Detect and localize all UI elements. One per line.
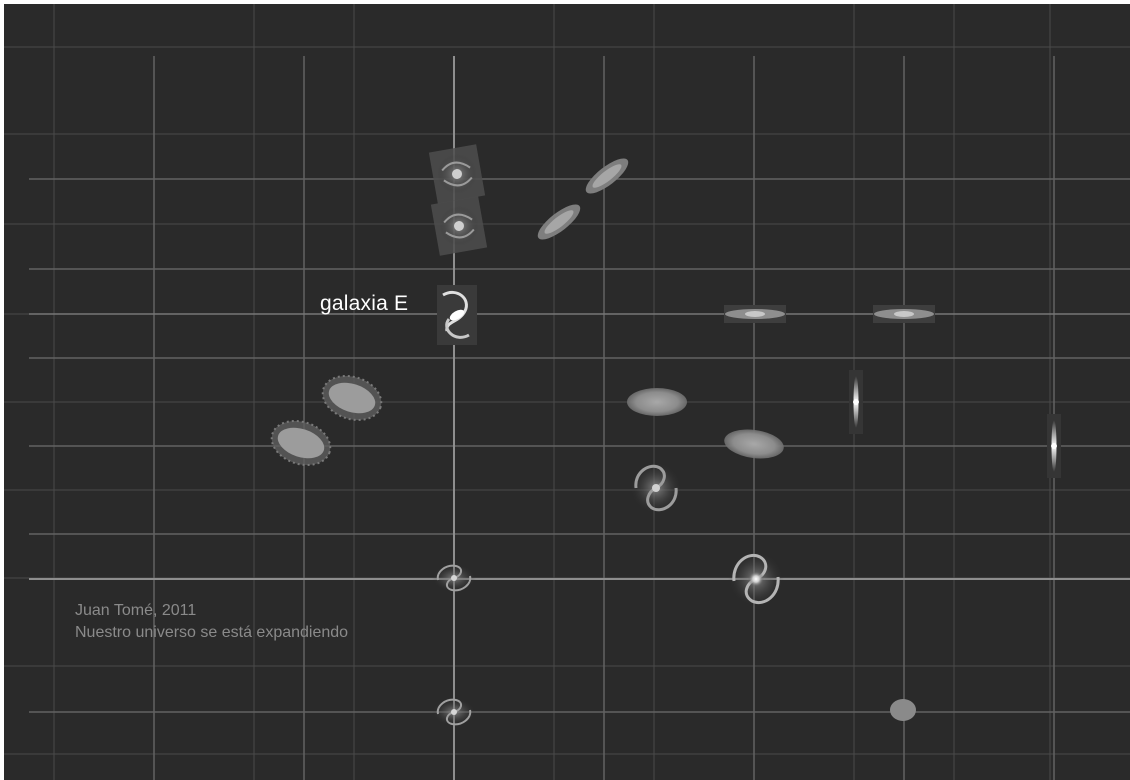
elliptical-galaxy [627,388,687,416]
grid-canvas [4,4,1130,780]
elliptical-galaxy [724,429,784,459]
galaxy-e-barred-spiral [437,285,477,345]
spiral-galaxy [630,462,682,514]
small-spiral-galaxy [432,564,476,592]
reference-axes [29,56,1130,780]
ringed-galaxy [270,419,332,467]
bright-spiral-galaxy [728,551,784,607]
edge-on-galaxy [873,305,935,323]
tilted-disk-galaxy [537,204,581,240]
credit-author-year: Juan Tomé, 2011 [75,602,197,619]
primary-grid [29,56,1130,780]
face-on-spiral-galaxy [430,196,488,256]
secondary-grid [4,4,1130,780]
small-spiral-galaxy [432,698,476,726]
expanding-universe-grid-diagram: galaxia E Juan Tomé, 2011 Nuestro univer… [4,4,1130,780]
needle-edge-on-galaxy [1047,414,1061,478]
credit-caption: Nuestro universo se está expandiendo [75,624,349,641]
small-round-galaxy [890,699,916,721]
galaxies [270,144,1061,726]
galaxy-e-label: galaxia E [320,292,409,315]
needle-edge-on-galaxy [849,370,863,434]
tilted-disk-galaxy [585,158,629,194]
ringed-galaxy [321,374,383,422]
edge-on-galaxy [724,305,786,323]
face-on-spiral-galaxy [428,144,486,204]
